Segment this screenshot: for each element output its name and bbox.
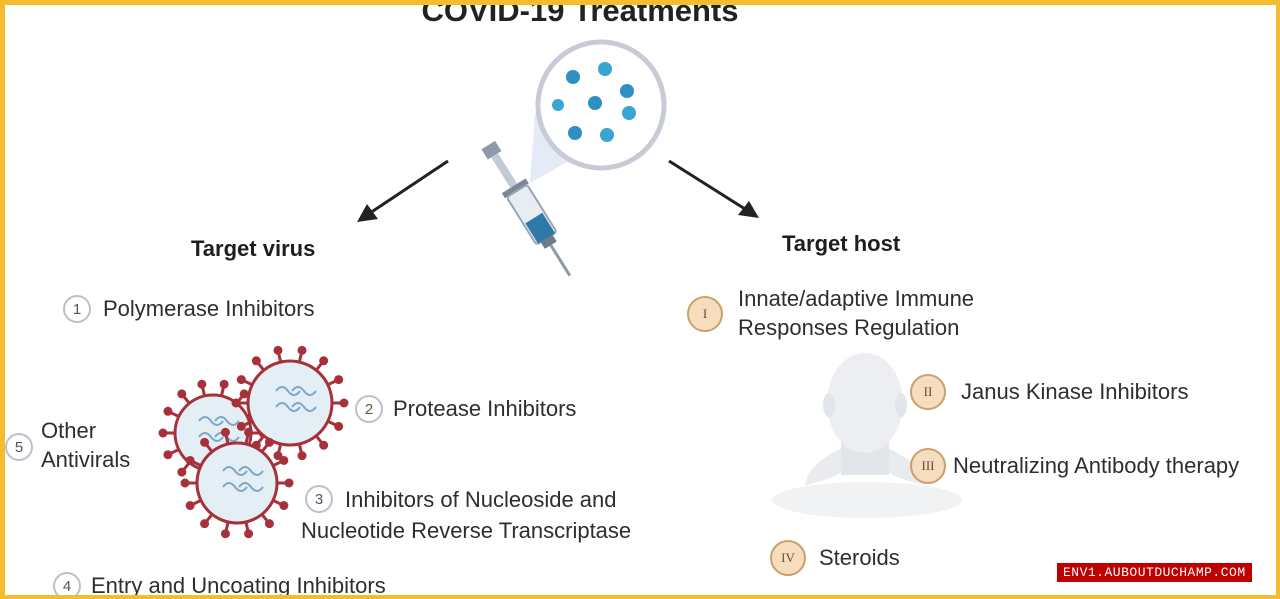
item-neutralizing-antibody-therapy: Neutralizing Antibody therapy [953,453,1240,478]
illustration-layer [158,39,962,539]
item-entry-uncoating-inhibitors: Entry and Uncoating Inhibitors [91,573,386,598]
human-head-icon [772,353,962,518]
badge-1: 1 [63,295,91,323]
item-immune-regulation-line1: Innate/adaptive Immune [738,286,975,311]
arrow-icon [668,159,759,218]
badge-II: II [910,374,946,410]
item-immune-regulation-line2: Responses Regulation [738,315,960,340]
item-nucleoside-inhibitors-line1: Inhibitors of Nucleoside and [345,487,617,512]
target-host-heading: Target host [782,231,901,256]
item-nucleoside-inhibitors-line2: Nucleotide Reverse Transcriptase [301,518,632,543]
syringe-icon [481,140,572,277]
item-janus-kinase-inhibitors: Janus Kinase Inhibitors [961,379,1189,404]
item-protease-inhibitors: Protease Inhibitors [393,396,577,421]
badge-I: I [687,296,723,332]
coronavirus-icon [158,345,349,539]
badge-4: 4 [53,572,81,595]
watermark: ENV1.AUBOUTDUCHAMP.COM [1057,563,1252,582]
magnified-molecules-icon [535,39,667,171]
badge-2: 2 [355,395,383,423]
virus-particle [231,345,349,461]
arrow-icon [357,159,449,222]
badge-3: 3 [305,485,333,513]
virus-particle [180,427,294,539]
item-polymerase-inhibitors: Polymerase Inhibitors [103,296,315,321]
target-virus-heading: Target virus [191,236,316,261]
item-other-antivirals-line1: Other [41,418,97,443]
item-other-antivirals-line2: Antivirals [41,447,131,472]
page-title: COVID-19 Treatments [421,0,739,28]
badge-IV: IV [770,540,806,576]
badge-III: III [910,448,946,484]
badge-5: 5 [5,433,33,461]
item-steroids: Steroids [819,545,900,570]
